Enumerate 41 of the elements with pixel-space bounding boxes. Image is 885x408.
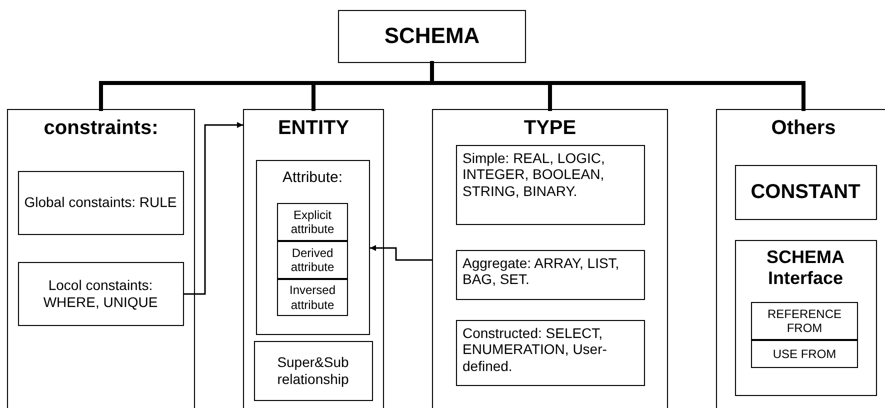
heading-text: SCHEMA <box>384 23 480 50</box>
box-text: USE FROM <box>772 346 836 362</box>
arrow <box>369 245 433 261</box>
category-panel <box>7 109 195 408</box>
content-box <box>18 262 184 326</box>
heading-text: CONSTANT <box>750 180 860 204</box>
content-box <box>456 250 644 300</box>
arrow <box>183 122 244 295</box>
box-text: REFERENCE FROM <box>766 306 842 336</box>
content-box <box>254 340 372 400</box>
heading-text: Others <box>771 116 836 140</box>
heading-text: Attribute: <box>282 168 343 186</box>
category-panel <box>432 109 668 408</box>
heading-text: constraints: <box>44 116 158 140</box>
table-cell <box>751 302 858 340</box>
table-cell <box>277 279 348 316</box>
box-text: Global constaints: RULE <box>24 194 177 211</box>
table-cell <box>277 203 348 241</box>
content-box <box>456 144 644 224</box>
heading-text: TYPE <box>524 116 576 140</box>
box-text: Aggregate: ARRAY, LIST, BAG, SET. <box>462 254 620 288</box>
table-cell <box>277 241 348 279</box>
box-text: Derived attribute <box>290 246 336 274</box>
heading-text: ENTITY <box>278 116 350 140</box>
box-text: Simple: REAL, LOGIC, INTEGER, BOOLEAN, STRING, BINARY. <box>462 150 606 200</box>
heading-text: SCHEMA Interface <box>765 246 846 290</box>
content-box <box>734 164 876 220</box>
box-text: Explicit attribute <box>290 208 336 236</box>
content-box <box>18 170 184 234</box>
table-cell <box>751 340 858 368</box>
tree-connector <box>99 61 806 111</box>
box-text: Inversed attribute <box>288 283 337 312</box>
category-panel <box>243 109 384 408</box>
box-text: Constructed: SELECT, ENUMERATION, User-defined. <box>462 324 608 375</box>
root-box <box>338 10 526 63</box>
category-panel <box>716 109 885 408</box>
box-text: Locol constaints: WHERE, UNIQUE <box>42 276 159 310</box>
box-text: Super&Sub relationship <box>276 354 350 388</box>
group-box <box>734 240 876 396</box>
group-box <box>256 160 370 334</box>
content-box <box>456 320 644 386</box>
